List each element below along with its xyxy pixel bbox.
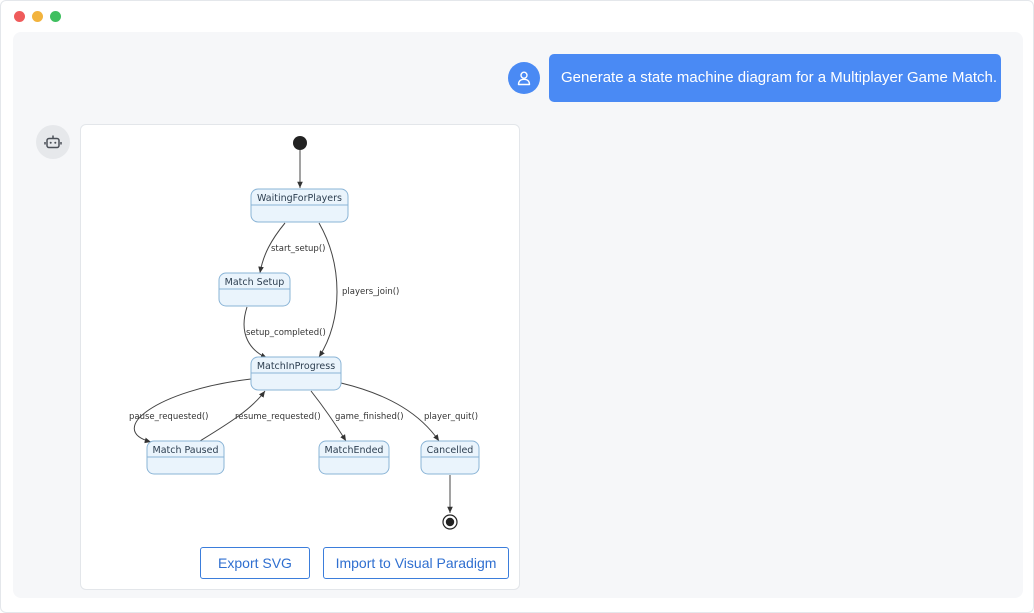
state-label: Match Setup	[225, 277, 285, 288]
state-label: MatchEnded	[325, 445, 384, 456]
transition-players-join	[318, 222, 338, 358]
user-icon	[517, 71, 531, 86]
transition-pause-requested	[133, 378, 252, 444]
transition-label: setup_completed()	[246, 328, 326, 338]
bot-avatar	[36, 125, 70, 159]
chat-area: Generate a state machine diagram for a M…	[13, 32, 1023, 598]
transition-setup-completed	[243, 306, 268, 359]
state-match-setup: Match Setup	[218, 272, 291, 307]
transition-label: resume_requested()	[235, 412, 321, 422]
initial-state	[293, 136, 307, 150]
window-controls	[14, 11, 61, 22]
state-cancelled: Cancelled	[420, 440, 480, 475]
final-state	[442, 514, 458, 530]
diagram-card: start_setup() players_join() setup_compl…	[80, 124, 520, 590]
transition-label: pause_requested()	[129, 412, 208, 422]
transition-label: game_finished()	[335, 412, 404, 422]
transition-resume-requested	[199, 390, 266, 442]
transition-player-quit	[340, 382, 440, 442]
robot-icon	[44, 135, 62, 149]
state-match-ended: MatchEnded	[318, 440, 390, 475]
state-label: WaitingForPlayers	[257, 193, 342, 204]
transition-start-setup	[258, 222, 286, 274]
state-match-paused: Match Paused	[146, 440, 225, 475]
import-visual-paradigm-button[interactable]: Import to Visual Paradigm	[323, 547, 509, 579]
transition-label: players_join()	[342, 287, 399, 297]
user-avatar	[508, 62, 540, 94]
transition-label: player_quit()	[424, 412, 478, 422]
close-window-button[interactable]	[14, 11, 25, 22]
state-waiting-for-players: WaitingForPlayers	[250, 188, 349, 223]
minimize-window-button[interactable]	[32, 11, 43, 22]
state-match-in-progress: MatchInProgress	[250, 356, 342, 391]
transition-label: start_setup()	[271, 244, 325, 254]
export-svg-button[interactable]: Export SVG	[200, 547, 310, 579]
state-label: Cancelled	[427, 445, 474, 456]
state-machine-diagram: start_setup() players_join() setup_compl…	[129, 136, 480, 530]
state-label: Match Paused	[153, 445, 219, 456]
user-message-bubble: Generate a state machine diagram for a M…	[549, 54, 1001, 102]
transition-game-finished	[310, 390, 347, 442]
state-label: MatchInProgress	[257, 361, 335, 372]
maximize-window-button[interactable]	[50, 11, 61, 22]
